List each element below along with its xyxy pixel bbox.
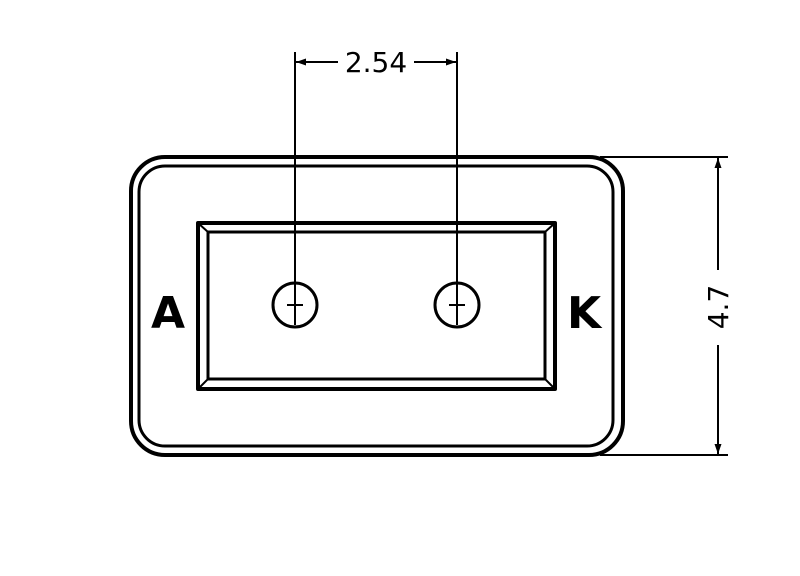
cathode-label: K [567, 288, 603, 339]
pitch-dimension-label: 2.54 [345, 46, 407, 79]
inner-body-outline [137, 164, 615, 448]
height-dimension-label: 4.7 [702, 285, 735, 330]
outer-body-outline [129, 155, 625, 457]
anode-label: A [151, 288, 185, 339]
lens-chamfers [197, 222, 556, 390]
lens-window-outer [196, 221, 557, 391]
lens-window-inner [206, 230, 547, 381]
